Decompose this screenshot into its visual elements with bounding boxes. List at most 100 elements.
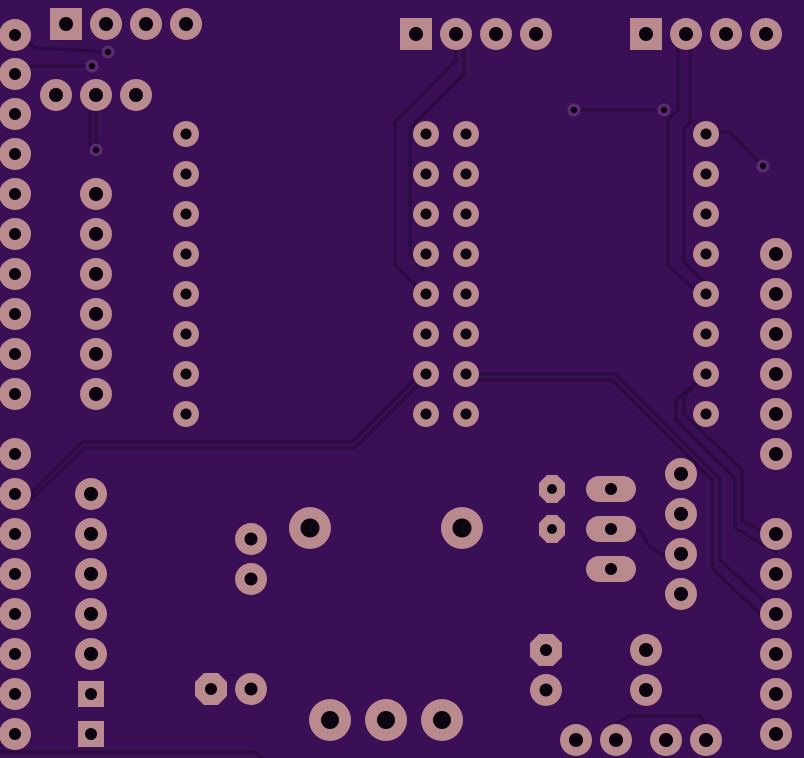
- pad: [693, 401, 719, 427]
- pad: [0, 598, 31, 630]
- pad: [0, 378, 31, 410]
- pad: [90, 8, 122, 40]
- pad: [453, 121, 479, 147]
- pad: [235, 673, 267, 705]
- pad: [693, 121, 719, 147]
- component-capacitor: [235, 523, 267, 595]
- pad: [170, 8, 202, 40]
- trace: [682, 32, 707, 284]
- pad: [453, 401, 479, 427]
- pad: [560, 724, 592, 756]
- pad: [760, 318, 792, 350]
- header-small-column: [173, 121, 199, 427]
- header-inner-left: [80, 178, 112, 410]
- pad: [760, 638, 792, 670]
- trace: [28, 373, 430, 502]
- pad: [75, 518, 107, 550]
- pad-large: [441, 507, 483, 549]
- via: [756, 159, 770, 173]
- pad: [0, 518, 31, 550]
- pad-oval: [586, 516, 636, 542]
- via: [657, 103, 671, 117]
- header-lower-left: [75, 478, 107, 747]
- pad: [0, 478, 31, 510]
- pad: [650, 724, 682, 756]
- pad-octagon: [539, 515, 565, 543]
- component-large-pads: [289, 507, 483, 549]
- via-layer: [85, 45, 770, 173]
- via: [101, 45, 115, 59]
- pad: [235, 563, 267, 595]
- pad: [413, 241, 439, 267]
- trace: [666, 32, 702, 297]
- pad: [520, 18, 552, 50]
- pad: [173, 241, 199, 267]
- pad-large: [365, 699, 407, 741]
- pad: [120, 79, 152, 111]
- pad: [760, 518, 792, 550]
- header-top-right: [630, 18, 782, 50]
- pad-large: [289, 507, 331, 549]
- pad: [760, 558, 792, 590]
- pad: [630, 674, 662, 706]
- pad: [75, 598, 107, 630]
- pad: [413, 201, 439, 227]
- pad: [0, 438, 31, 470]
- pad: [80, 218, 112, 250]
- pad: [75, 478, 107, 510]
- pad: [600, 724, 632, 756]
- pad-large: [309, 699, 351, 741]
- trace: [674, 372, 778, 554]
- pad: [80, 298, 112, 330]
- pad: [0, 338, 31, 370]
- header-right-edge: [760, 238, 792, 750]
- pad: [173, 281, 199, 307]
- header-right-small: [693, 121, 719, 427]
- pad: [750, 18, 782, 50]
- pad: [710, 18, 742, 50]
- pad: [665, 538, 697, 570]
- pad: [0, 678, 31, 710]
- pad: [760, 278, 792, 310]
- pad: [760, 238, 792, 270]
- pad: [693, 161, 719, 187]
- pad: [0, 138, 31, 170]
- trace: [0, 750, 264, 758]
- pad: [530, 674, 562, 706]
- pad: [453, 161, 479, 187]
- pad: [0, 718, 31, 750]
- pad: [670, 18, 702, 50]
- pad: [173, 161, 199, 187]
- pad: [80, 178, 112, 210]
- pad-square: [78, 681, 104, 707]
- pad: [453, 241, 479, 267]
- pad: [235, 523, 267, 555]
- pad: [453, 361, 479, 387]
- pad: [630, 634, 662, 666]
- pad: [413, 321, 439, 347]
- pad: [453, 201, 479, 227]
- pad: [80, 258, 112, 290]
- pad: [665, 578, 697, 610]
- component-bottom-regulator: [309, 699, 463, 741]
- pad: [480, 18, 512, 50]
- pad: [693, 281, 719, 307]
- pad: [665, 458, 697, 490]
- pad: [0, 19, 31, 51]
- trace: [682, 378, 778, 542]
- pad: [690, 724, 722, 756]
- pad: [693, 361, 719, 387]
- pad: [0, 258, 31, 290]
- pad: [760, 358, 792, 390]
- pad-square: [50, 8, 82, 40]
- via: [85, 59, 99, 73]
- via: [567, 103, 581, 117]
- pad: [173, 121, 199, 147]
- header-left-edge: [0, 19, 31, 750]
- trace: [464, 372, 778, 614]
- pad: [173, 401, 199, 427]
- pad: [693, 241, 719, 267]
- pad: [0, 58, 31, 90]
- pad: [440, 18, 472, 50]
